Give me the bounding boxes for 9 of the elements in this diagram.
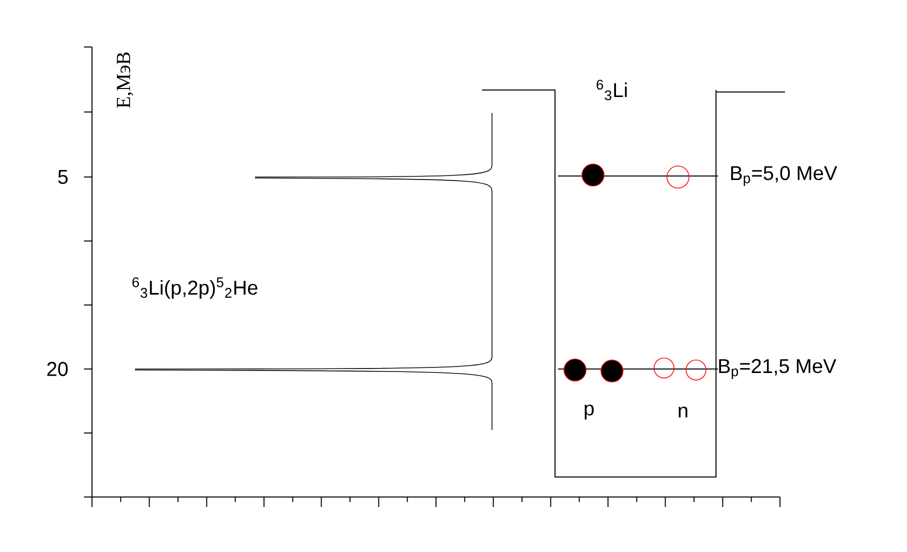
- tick-label: 20: [47, 362, 68, 376]
- binding-energy-label: B$_{p}$=21,5 MeV: [719, 359, 836, 379]
- axis-label: E,МэВ: [116, 52, 134, 108]
- tick-label: 5: [58, 170, 68, 184]
- binding-energy-label: B$_{p}$=5,0 MeV: [731, 166, 838, 186]
- reaction-label: 6$_{3}$Li(p,2p)$^{5}$$_{2}$He: [132, 277, 258, 299]
- nucleus-label: 6$_{3}$Li: [596, 80, 627, 100]
- particle-label: n: [678, 406, 688, 418]
- particle-label: p: [584, 404, 594, 420]
